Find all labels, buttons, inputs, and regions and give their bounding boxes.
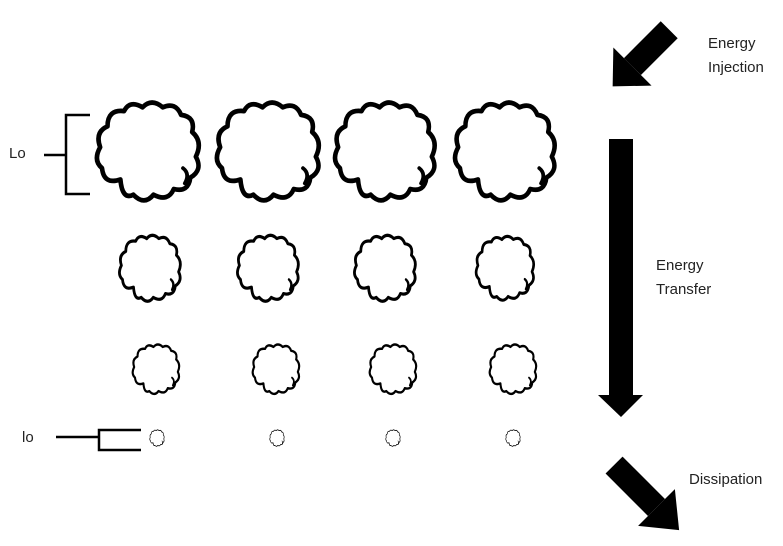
eddy-large-1 (97, 103, 199, 201)
eddy-medium-1 (117, 233, 182, 303)
energy-injection-label: Energy Injection (708, 32, 764, 80)
energy-transfer-label-line1: Energy (656, 257, 704, 274)
large-scale-bracket (44, 113, 90, 196)
eddy-tiny-3 (385, 429, 401, 447)
energy-transfer-arrow (598, 139, 643, 417)
energy-transfer-label: Energy Transfer (656, 254, 711, 302)
eddy-small-3 (368, 343, 418, 396)
energy-injection-label-line2: Injection (708, 59, 764, 76)
eddy-large-2 (217, 103, 319, 201)
eddy-large-4 (455, 103, 555, 201)
eddy-row-small (131, 343, 538, 396)
dissipation-label: Dissipation (689, 471, 763, 488)
eddy-medium-3 (352, 233, 417, 303)
eddy-tiny-2 (269, 429, 285, 447)
energy-injection-label-line1: Energy (708, 35, 756, 52)
eddy-small-1 (131, 343, 181, 396)
eddy-medium-4 (474, 234, 536, 302)
eddy-row-large (97, 103, 555, 201)
eddy-tiny-4 (505, 429, 521, 447)
eddy-medium-2 (235, 233, 300, 303)
small-scale-label: lo (22, 429, 34, 446)
eddy-tiny-1 (149, 429, 165, 447)
eddy-row-medium (117, 233, 536, 303)
small-scale-bracket (56, 428, 141, 452)
eddy-row-tiny (149, 429, 521, 447)
dissipation-arrow (605, 456, 680, 531)
eddy-small-4 (488, 343, 538, 396)
eddy-large-3 (335, 103, 435, 201)
large-scale-label: Lo (9, 145, 26, 162)
energy-transfer-label-line2: Transfer (656, 281, 712, 298)
energy-injection-arrow (612, 21, 678, 87)
eddy-small-2 (251, 343, 301, 396)
